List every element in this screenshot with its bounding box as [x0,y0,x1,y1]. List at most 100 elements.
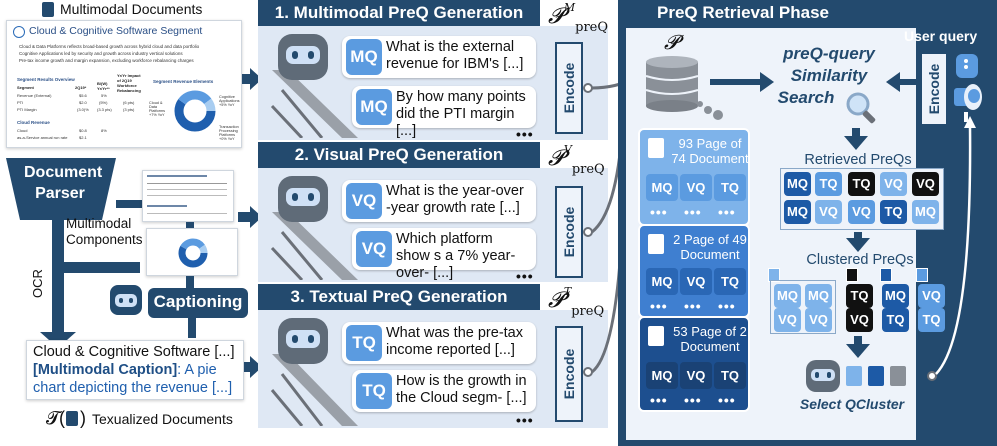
ellipsis: ••• [684,204,702,220]
document-icon [42,2,54,17]
vq-tag: VQ [356,231,392,267]
ocr-label: OCR [30,269,45,298]
section-2-title: 2. Visual PreQ Generation [258,142,540,168]
feedback-arrow [927,116,976,381]
document-icon [66,411,78,426]
table-title: Segment Results Overview [17,77,75,82]
chip-vq: VQ [912,172,939,196]
ibm-logo-icon [13,26,25,38]
search-label: Similarity [790,66,868,85]
table-cell: 5% [101,93,107,98]
robot-icon [278,176,328,222]
table-header: 2Q19* [75,85,87,90]
caption-text: : A pie [177,362,217,378]
ellipsis: ••• [718,392,736,408]
captioning-box: Captioning [148,288,248,318]
chip-vq: VQ [815,200,842,224]
table-cell: Revenue (External) [17,93,52,98]
search-label: preQ-query [783,44,875,63]
arrow-db-to-search [710,72,774,92]
captioning-label: Captioning [153,292,243,311]
arrow-down [846,232,870,252]
table-cell: (5%) [99,100,108,105]
ellipsis: ••• [516,126,534,142]
question-text: What was the pre-tax income reported [..… [386,325,523,358]
doc-header: Cloud & Cognitive Software Segment [29,25,203,37]
doc-bullet: Pre-tax income growth and margin expansi… [19,58,194,63]
mini-chip-mq: MQ [646,174,678,201]
encode-box: Encode [555,42,583,134]
arrow-query-to-search [886,72,916,92]
table-component-thumbnail [142,170,234,222]
search-label: Search [777,88,835,107]
question-bubble: TQ What was the pre-tax income reported … [342,322,536,364]
clustered-label: Clustered PreQs [806,252,914,268]
table-cell: Cloud [17,128,28,133]
components-label: Multimodal Components [66,216,143,247]
question-text: How is the growth in the Cloud segm- [..… [396,373,527,406]
ellipsis: ••• [516,268,534,284]
table-cell: 8% [101,128,107,133]
document-card-title: 53 Page of 2 Document [673,324,747,354]
chip-tq: TQ [880,200,907,224]
tq-tag: TQ [346,325,382,361]
table-cell: PTI [17,100,24,105]
document-parser-shape [6,158,116,220]
arrow-to-section-1 [242,68,262,90]
section-1-symbol: 𝓟MpreQ [548,0,609,36]
question-text: What is the external revenue for IBM's [… [386,39,524,72]
mini-chip-tq: TQ [714,174,746,201]
query-encode-box: Encode [920,52,948,126]
ellipsis: ••• [516,412,534,428]
tq-tag: TQ [356,373,392,409]
thought-dots [697,101,723,120]
robot-icon [278,34,328,80]
chip-tq: TQ [848,172,875,196]
doc-bullet: Cloud & Data Platforms reflects broad-ba… [19,44,200,49]
encode-box: Encode [555,186,583,278]
chip-mq: MQ [882,284,909,308]
table-cell: (3 pts) [123,107,135,112]
question-bubble: VQ Which platform show s a 7% year-over-… [352,228,536,281]
mini-chip-mq: MQ [646,268,678,295]
database-icon [645,56,699,112]
cluster-choice-icons [846,366,912,388]
pie-label: Cloud & Data Platforms +7% YoY [149,101,166,117]
user-icon [954,84,982,110]
table-header: Yr/Yr Impact of 2Q19 Workforce Rebalanci… [117,73,141,93]
multimodal-documents-header: Multimodal Documents [42,0,242,20]
parser-label-line: Document Parser [24,164,103,202]
section-2-symbol: 𝓟VpreQ [548,142,605,178]
chip-vq: VQ [774,308,801,332]
select-qcluster-label: Select QCluster [799,396,905,412]
table-header: Segment [17,85,34,90]
section-3-symbol: 𝓟TpreQ [548,284,605,320]
user-query-label: User query [904,28,978,44]
document-card: 93 Page of 74 Document MQ VQ TQ ••• ••• … [638,128,750,226]
question-bubble: MQ What is the external revenue for IBM'… [342,36,536,78]
document-card-title: 93 Page of 74 Document [671,136,749,166]
question-text: By how many points did the PTI margin [.… [396,89,526,139]
text-doc-line: chart depicting the revenue [...] [33,380,233,396]
table-cell: $0.8 [79,128,87,133]
conveyor-decoration [270,70,358,138]
multimodal-documents-title: Multimodal Documents [60,1,203,17]
mini-chip-vq: VQ [680,362,712,389]
mini-chip-tq: TQ [714,362,746,389]
mini-chip-tq: TQ [714,268,746,295]
caption-tag: [Multimodal Caption] [33,362,178,378]
chip-mq: MQ [912,200,939,224]
question-bubble: TQ How is the growth in the Cloud segm- … [352,370,536,412]
chart-component-thumbnail [146,228,238,276]
mq-tag: MQ [346,39,382,75]
conveyor-decoration [270,354,358,426]
chip-vq: VQ [846,308,873,332]
vq-tag: VQ [346,183,382,219]
table-cell: as-a-Service annual run rate [17,135,68,140]
section-3-title: 3. Textual PreQ Generation [258,284,540,310]
conveyor-decoration [270,212,358,280]
pie-label: Cognitive Applications +5% YoY [219,95,240,107]
section-1-title: 1. Multimodal PreQ Generation [258,0,540,26]
question-text: Which platform show s a 7% year-over- [.… [396,231,516,281]
document-card: 2 Page of 49 Document MQ VQ TQ ••• ••• •… [638,224,750,318]
